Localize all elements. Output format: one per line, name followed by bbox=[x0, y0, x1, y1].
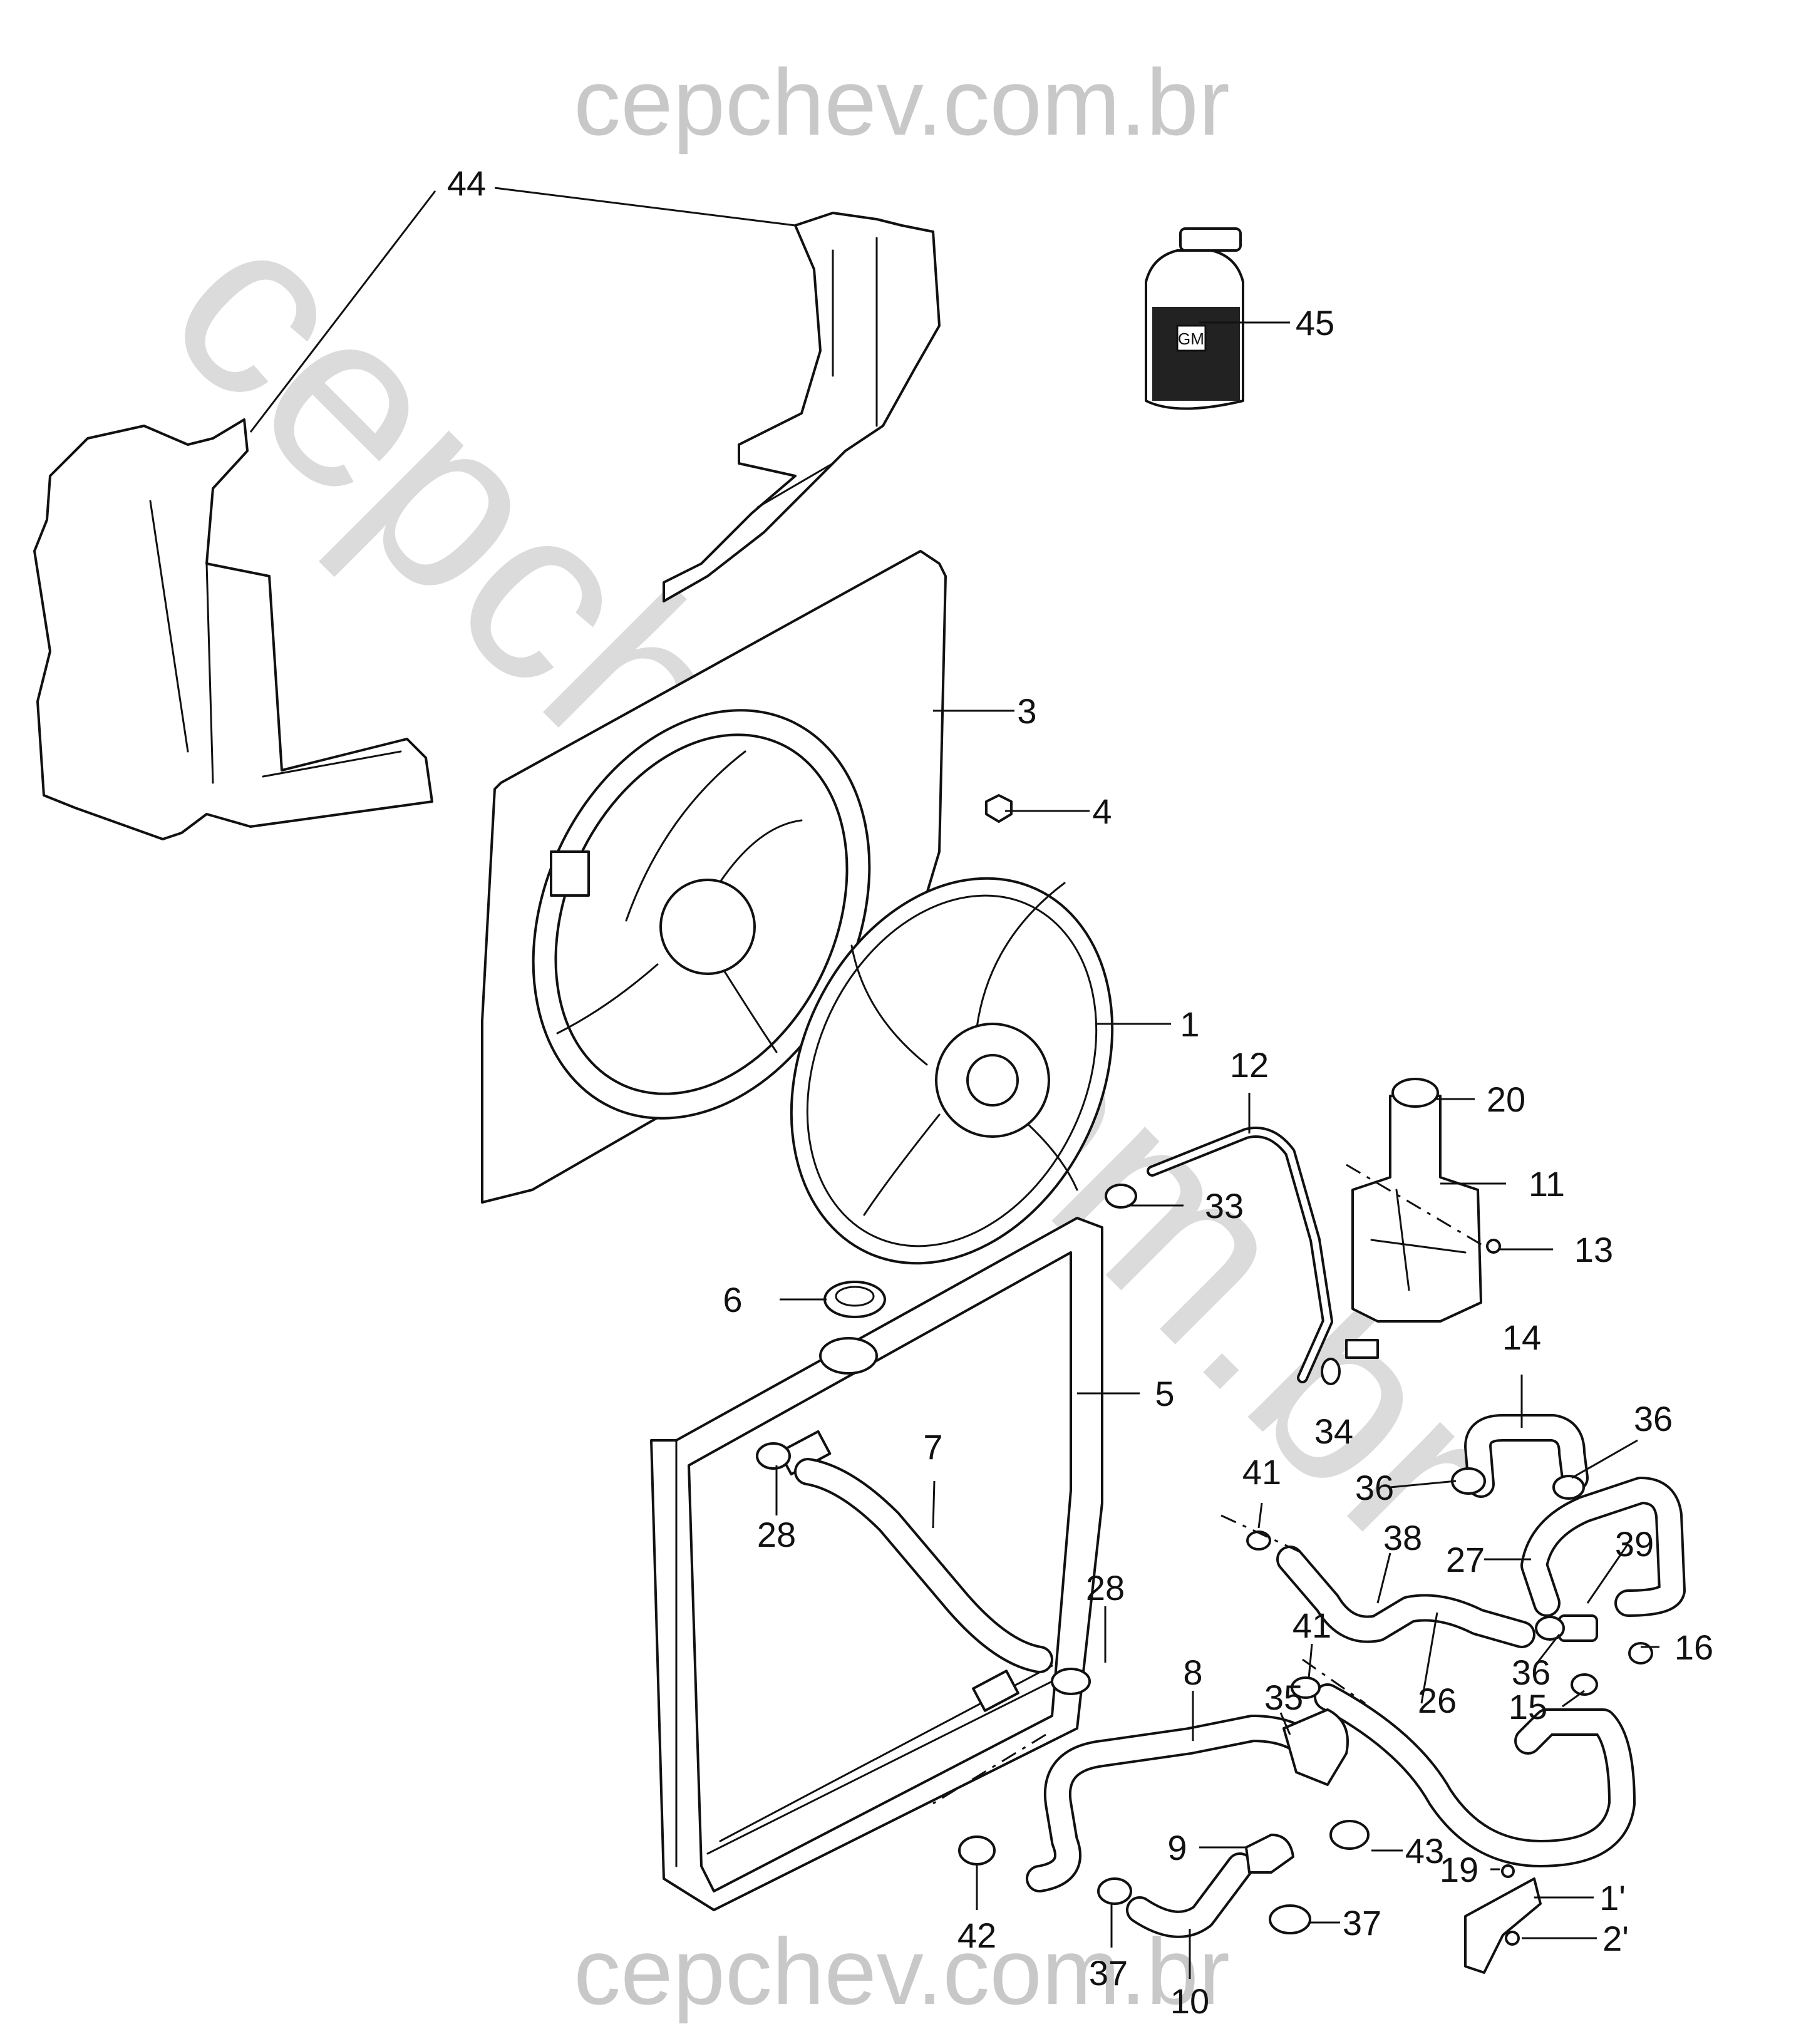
coolant-reservoir-part bbox=[1345, 1095, 1482, 1359]
callout-17: 1' bbox=[1599, 1878, 1626, 1918]
elbow-35-part bbox=[1282, 1708, 1349, 1786]
callout-1: 1 bbox=[1180, 1004, 1199, 1044]
callout-35: 35 bbox=[1264, 1678, 1303, 1717]
callout-5: 5 bbox=[1155, 1374, 1174, 1413]
callout-27: 27 bbox=[1446, 1540, 1485, 1579]
callout-44: 44 bbox=[447, 163, 486, 203]
callout-28-right: 28 bbox=[1086, 1568, 1125, 1608]
callout-10: 10 bbox=[1170, 1981, 1209, 2021]
callout-38: 38 bbox=[1383, 1518, 1422, 1557]
callout-12: 12 bbox=[1230, 1045, 1269, 1085]
connector-9-part bbox=[1245, 1834, 1294, 1874]
left-air-deflector-part bbox=[33, 418, 433, 840]
screw-13-part bbox=[1486, 1239, 1501, 1254]
callout-28-top: 28 bbox=[757, 1515, 796, 1554]
clamp-33-part bbox=[1105, 1184, 1137, 1209]
callout-41-top: 41 bbox=[1242, 1452, 1281, 1492]
hose-14-part bbox=[1464, 1414, 1589, 1498]
callout-36-bottom: 36 bbox=[1512, 1653, 1551, 1692]
callout-19: 19 bbox=[1440, 1850, 1478, 1889]
cooling-fan-part bbox=[790, 877, 1114, 1265]
right-air-deflector-part bbox=[663, 212, 941, 602]
gm-logo-icon bbox=[1176, 324, 1207, 352]
hose-38-part bbox=[1276, 1546, 1535, 1648]
callout-20: 20 bbox=[1487, 1080, 1525, 1119]
callout-16: 16 bbox=[1674, 1628, 1713, 1667]
screw-19-part bbox=[1501, 1864, 1515, 1878]
callout-labels: 44 45 3 4 1 12 20 11 13 33 6 5 34 14 36 … bbox=[447, 163, 1713, 2021]
radiator-part bbox=[650, 1217, 1103, 1911]
callout-11: 11 bbox=[1529, 1164, 1565, 1204]
callout-6: 6 bbox=[723, 1280, 742, 1319]
hose-10-part bbox=[1126, 1852, 1254, 1938]
watermark-top: cepchev.com.br bbox=[574, 49, 1230, 155]
callout-15: 15 bbox=[1509, 1687, 1547, 1727]
watermark-bottom: cepchev.com.br bbox=[574, 1919, 1230, 2024]
coolant-bottle-part: GM bbox=[1145, 227, 1244, 410]
callout-37-right: 37 bbox=[1343, 1903, 1381, 1943]
callout-7: 7 bbox=[923, 1427, 942, 1467]
callout-42: 42 bbox=[957, 1916, 996, 1955]
nut-part bbox=[985, 794, 1013, 823]
bottle-label: GM bbox=[1178, 329, 1204, 348]
reservoir-cap-part bbox=[1391, 1078, 1439, 1108]
callout-8: 8 bbox=[1183, 1653, 1202, 1692]
callout-33: 33 bbox=[1205, 1186, 1244, 1226]
assembly-center-lines bbox=[932, 1164, 1485, 1805]
callout-4: 4 bbox=[1092, 792, 1112, 831]
leader-lines bbox=[249, 187, 1659, 1979]
callout-3: 3 bbox=[1017, 691, 1036, 731]
clip-34-part bbox=[1321, 1358, 1341, 1385]
callout-36-left: 36 bbox=[1355, 1468, 1394, 1507]
radiator-cap-part bbox=[823, 1281, 886, 1318]
hose-8-part bbox=[1026, 1715, 1323, 1892]
callout-43: 43 bbox=[1405, 1831, 1444, 1871]
callout-41-mid: 41 bbox=[1293, 1606, 1331, 1645]
callout-45: 45 bbox=[1296, 303, 1334, 343]
hose-27-part bbox=[1520, 1477, 1686, 1617]
callout-34: 34 bbox=[1314, 1412, 1353, 1451]
callout-13: 13 bbox=[1574, 1230, 1613, 1269]
callout-21: 2' bbox=[1602, 1919, 1629, 1958]
callout-9: 9 bbox=[1167, 1828, 1187, 1867]
callout-39: 39 bbox=[1615, 1524, 1654, 1564]
callout-14: 14 bbox=[1502, 1318, 1541, 1357]
upper-hose-part bbox=[794, 1458, 1053, 1673]
hose-26-part bbox=[1314, 1683, 1636, 1867]
callout-37-left: 37 bbox=[1089, 1953, 1128, 1993]
callout-36-top: 36 bbox=[1634, 1399, 1673, 1438]
callout-26: 26 bbox=[1418, 1681, 1457, 1720]
bracket-17-part bbox=[1464, 1877, 1542, 1974]
